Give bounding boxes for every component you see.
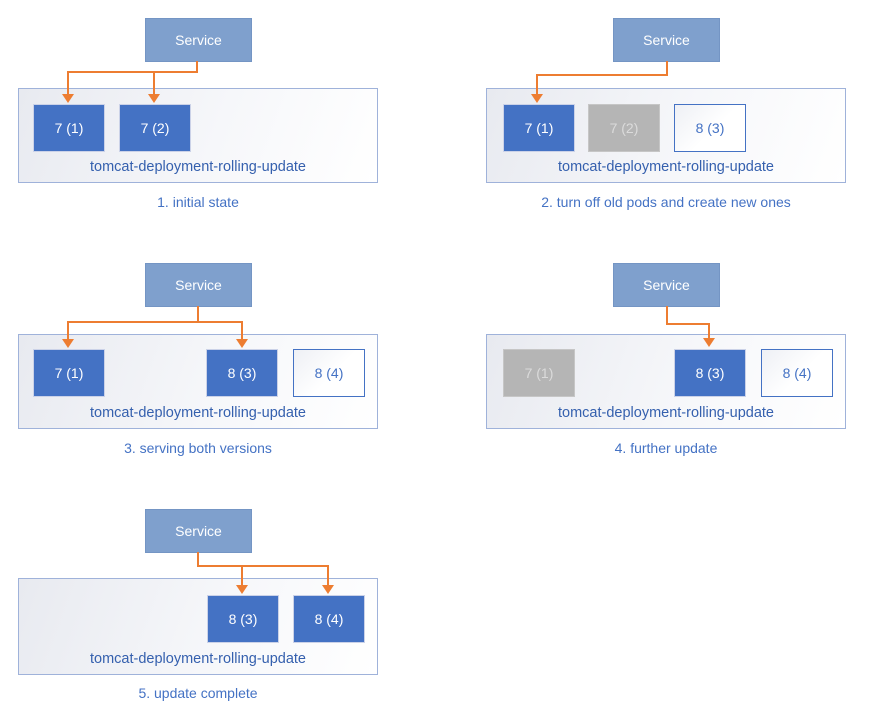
arrow-head-icon	[148, 94, 160, 103]
service-box: Service	[145, 509, 252, 553]
step-caption: 2. turn off old pods and create new ones	[541, 194, 791, 210]
service-box: Service	[145, 18, 252, 62]
step-caption: 4. further update	[614, 440, 718, 456]
deployment-box: 7 (1) 8 (3) 8 (4) tomcat-deployment-roll…	[18, 334, 378, 429]
pod-7-2: 7 (2)	[119, 104, 191, 152]
service-arrow-segment	[666, 323, 710, 325]
deployment-label: tomcat-deployment-rolling-update	[558, 159, 774, 175]
deployment-box: 7 (1) 7 (2) tomcat-deployment-rolling-up…	[18, 88, 378, 183]
service-arrow-segment	[666, 306, 668, 325]
service-arrow-segment	[67, 321, 69, 340]
deployment-label: tomcat-deployment-rolling-update	[90, 405, 306, 421]
pod-7-2: 7 (2)	[588, 104, 660, 152]
service-arrow-segment	[327, 565, 329, 586]
pod-7-1: 7 (1)	[503, 104, 575, 152]
arrow-head-icon	[236, 585, 248, 594]
arrow-head-icon	[531, 94, 543, 103]
deployment-box: 7 (1) 8 (3) 8 (4) tomcat-deployment-roll…	[486, 334, 846, 429]
deployment-label: tomcat-deployment-rolling-update	[90, 651, 306, 667]
service-arrow-segment	[241, 321, 243, 340]
pod-8-4: 8 (4)	[761, 349, 833, 397]
service-arrow-segment	[67, 71, 198, 73]
pod-8-3: 8 (3)	[207, 595, 279, 643]
service-arrow-segment	[67, 71, 69, 95]
pod-8-4: 8 (4)	[293, 595, 365, 643]
step-caption: 3. serving both versions	[124, 440, 272, 456]
service-arrow-segment	[536, 74, 668, 76]
arrow-head-icon	[703, 338, 715, 347]
service-arrow-segment	[197, 552, 199, 567]
arrow-head-icon	[62, 339, 74, 348]
service-arrow-segment	[197, 306, 199, 323]
deployment-box: 8 (3) 8 (4) tomcat-deployment-rolling-up…	[18, 578, 378, 675]
service-arrow-segment	[666, 61, 668, 76]
service-box: Service	[613, 18, 720, 62]
arrow-head-icon	[236, 339, 248, 348]
service-box: Service	[145, 263, 252, 307]
pod-7-1: 7 (1)	[503, 349, 575, 397]
service-box: Service	[613, 263, 720, 307]
pod-7-1: 7 (1)	[33, 104, 105, 152]
pod-8-3: 8 (3)	[674, 104, 746, 152]
pod-8-3: 8 (3)	[206, 349, 278, 397]
service-arrow-segment	[196, 61, 198, 72]
deployment-label: tomcat-deployment-rolling-update	[90, 159, 306, 175]
service-arrow-segment	[536, 74, 538, 95]
deployment-box: 7 (1) 7 (2) 8 (3) tomcat-deployment-roll…	[486, 88, 846, 183]
service-arrow-segment	[241, 565, 243, 586]
arrow-head-icon	[322, 585, 334, 594]
service-arrow-segment	[708, 323, 710, 340]
service-arrow-segment	[67, 321, 243, 323]
pod-8-4: 8 (4)	[293, 349, 365, 397]
step-caption: 5. update complete	[138, 685, 258, 701]
deployment-label: tomcat-deployment-rolling-update	[558, 405, 774, 421]
service-arrow-segment	[153, 71, 155, 95]
pod-7-1: 7 (1)	[33, 349, 105, 397]
arrow-head-icon	[62, 94, 74, 103]
step-caption: 1. initial state	[157, 194, 239, 210]
service-arrow-segment	[197, 565, 329, 567]
pod-8-3: 8 (3)	[674, 349, 746, 397]
